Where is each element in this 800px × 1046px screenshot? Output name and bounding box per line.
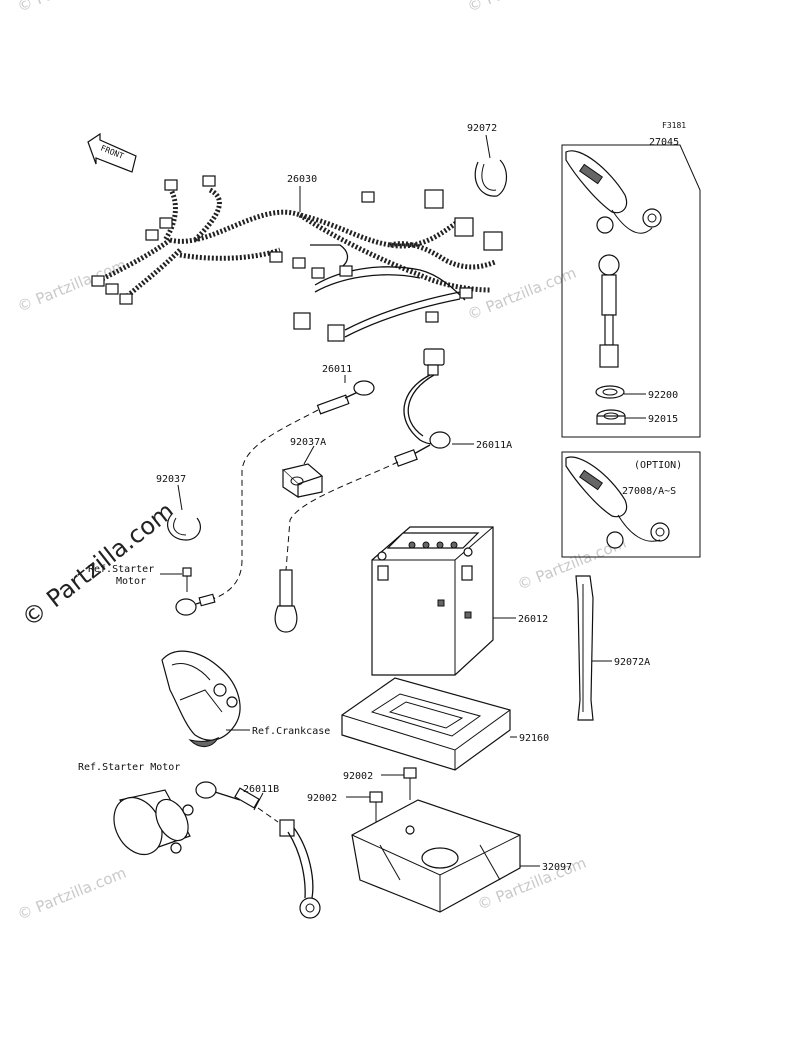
part-label-92002-b: 92002 — [307, 793, 337, 804]
part-label-27045: 27045 — [649, 137, 679, 148]
wiring-harness-26030 — [91, 175, 503, 342]
case-32097 — [351, 799, 521, 913]
harness-connector — [119, 293, 133, 305]
option-label: (OPTION) — [634, 460, 682, 471]
watermark-tile: © Partzilla.com — [465, 0, 579, 16]
part-label-92037: 92037 — [156, 474, 186, 485]
ignition-switch-box: 27045 — [561, 137, 701, 438]
harness-connector — [293, 312, 311, 330]
front-arrow-icon: FRONT — [87, 132, 137, 173]
harness-connector — [91, 275, 105, 287]
part-label-92072: 92072 — [467, 123, 497, 134]
harness-connector — [311, 267, 325, 279]
part-label-26012: 26012 — [518, 614, 548, 625]
harness-connector — [164, 179, 178, 191]
figure-code: F3181 — [662, 121, 686, 130]
ref-crankcase: Ref.Crankcase — [252, 726, 330, 737]
option-key-box: (OPTION) 27008/A~S — [561, 451, 701, 558]
battery-tray-92160 — [341, 677, 511, 771]
starter-motor-bottom — [113, 789, 194, 856]
harness-connector — [425, 311, 439, 323]
harness-connector — [327, 324, 345, 342]
battery-cable-26011A — [274, 348, 451, 633]
bolt-92002 — [369, 767, 417, 824]
cable-26011B — [195, 781, 321, 919]
part-label-26011A: 26011A — [476, 440, 512, 451]
harness-connector — [339, 265, 353, 277]
watermark-group: © Partzilla.com © Partzilla.com © Partzi… — [15, 0, 629, 924]
part-label-92160: 92160 — [519, 733, 549, 744]
clamp-92037A — [281, 463, 324, 499]
part-label-27008: 27008/A~S — [622, 486, 676, 497]
clamp-92072 — [474, 159, 507, 197]
part-label-26011B: 26011B — [243, 784, 279, 795]
harness-connector — [424, 189, 444, 209]
part-label-92200: 92200 — [648, 390, 678, 401]
leader-line — [485, 134, 491, 159]
ref-starter-motor-bottom: Ref.Starter Motor — [78, 762, 180, 773]
part-label-92015: 92015 — [648, 414, 678, 425]
harness-connector — [454, 217, 474, 237]
leader-line — [253, 792, 264, 811]
part-label-32097: 32097 — [542, 862, 572, 873]
part-label-92002-a: 92002 — [343, 771, 373, 782]
crankcase-ref — [161, 650, 241, 747]
leader-line — [177, 484, 183, 511]
part-label-26030: 26030 — [287, 174, 317, 185]
part-label-92072A: 92072A — [614, 657, 650, 668]
strap-92072A — [575, 575, 594, 721]
battery-cable-26011 — [209, 380, 375, 601]
leader-line — [303, 445, 315, 465]
clamp-92037 — [167, 513, 201, 541]
harness-connector — [292, 257, 306, 269]
watermark-tile: © Partzilla.com — [15, 0, 129, 16]
starter-terminal-top — [175, 567, 216, 616]
harness-connector — [202, 175, 216, 187]
part-label-26011: 26011 — [322, 364, 352, 375]
harness-connector — [459, 287, 473, 299]
harness-connector — [159, 217, 173, 229]
ref-starter-motor-top-line1: Ref.Starter — [88, 564, 154, 575]
harness-connector — [361, 191, 375, 203]
ref-starter-motor-top-line2: Motor — [116, 576, 146, 587]
harness-connector — [145, 229, 159, 241]
harness-connector — [105, 283, 119, 295]
battery-26012 — [371, 526, 494, 676]
harness-connector — [483, 231, 503, 251]
watermark-tile: © Partzilla.com — [15, 864, 129, 924]
harness-connector — [269, 251, 283, 263]
part-label-92037A: 92037A — [290, 437, 326, 448]
